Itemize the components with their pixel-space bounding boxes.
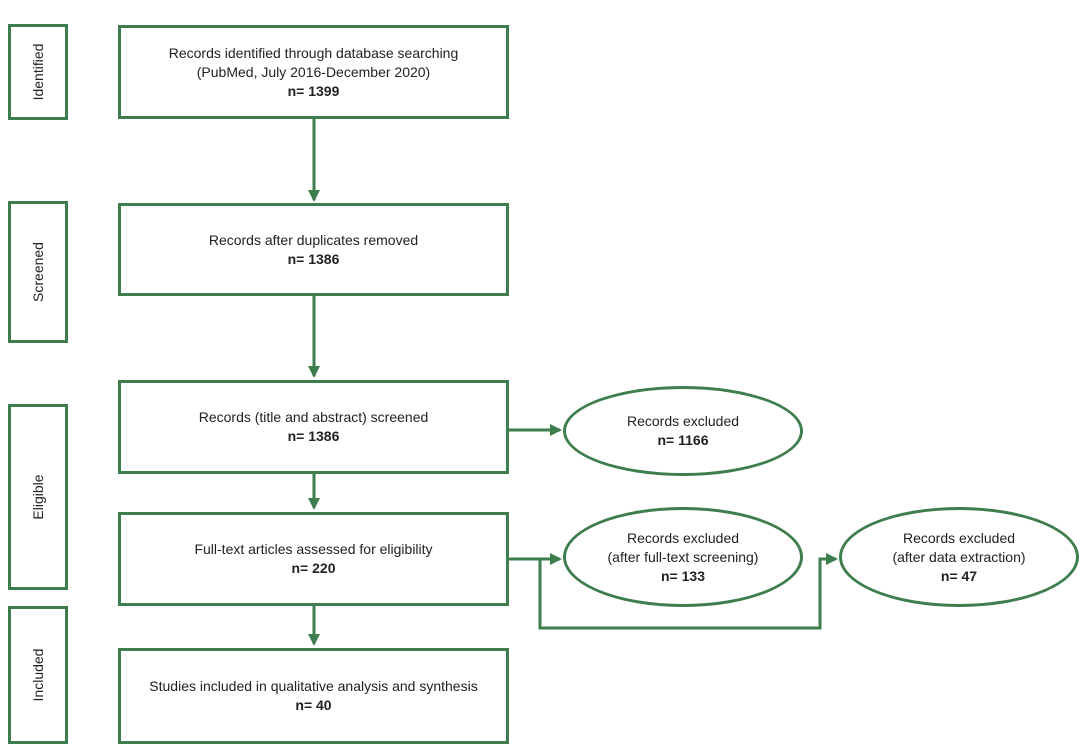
stage-eligible: Eligible — [8, 404, 68, 590]
arrow-fulltext-to-data-extraction-excluded — [538, 553, 838, 630]
ellipse-excluded-title-abstract-count: n= 1166 — [657, 432, 709, 448]
box-records-identified: Records identified through database sear… — [118, 25, 509, 119]
ellipse-excluded-title-abstract-line1: Records excluded — [626, 413, 740, 429]
box-records-identified-line2: (PubMed, July 2016-December 2020) — [196, 63, 431, 80]
ellipse-excluded-data-extraction-count: n= 47 — [940, 567, 978, 584]
ellipse-excluded-full-text-line2: (after full-text screening) — [607, 548, 759, 565]
box-records-screened-line1: Records (title and abstract) screened — [198, 409, 429, 425]
box-studies-included-line1: Studies included in qualitative analysis… — [149, 678, 478, 694]
box-duplicates-removed-line1: Records after duplicates removed — [208, 231, 419, 248]
stage-included: Included — [8, 606, 68, 744]
box-records-screened-count: n= 1386 — [287, 428, 340, 444]
stage-identified: Identified — [8, 24, 68, 120]
box-full-text-assessed-line1: Full-text articles assessed for eligibil… — [194, 541, 433, 557]
box-records-identified-count: n= 1399 — [287, 82, 340, 99]
box-full-text-assessed-count: n= 220 — [291, 560, 336, 576]
ellipse-excluded-title-abstract: Records excluded n= 1166 — [563, 386, 803, 476]
box-records-identified-line1: Records identified through database sear… — [168, 44, 459, 61]
ellipse-excluded-full-text-count: n= 133 — [661, 567, 705, 584]
ellipse-excluded-data-extraction-line1: Records excluded — [902, 529, 1016, 546]
ellipse-excluded-full-text: Records excluded (after full-text screen… — [563, 507, 803, 607]
stage-label-included: Included — [30, 648, 46, 702]
ellipse-excluded-full-text-line1: Records excluded — [626, 529, 740, 546]
stage-label-screened: Screened — [30, 242, 46, 302]
box-studies-included: Studies included in qualitative analysis… — [118, 648, 509, 744]
box-duplicates-removed-count: n= 1386 — [287, 250, 340, 267]
box-full-text-assessed: Full-text articles assessed for eligibil… — [118, 512, 509, 606]
box-duplicates-removed: Records after duplicates removed n= 1386 — [118, 203, 509, 296]
stage-label-identified: Identified — [30, 43, 46, 101]
box-records-screened: Records (title and abstract) screened n=… — [118, 380, 509, 474]
box-studies-included-count: n= 40 — [295, 697, 332, 713]
ellipse-excluded-data-extraction-line2: (after data extraction) — [892, 548, 1026, 565]
stage-label-eligible: Eligible — [30, 474, 46, 520]
stage-screened: Screened — [8, 201, 68, 343]
ellipse-excluded-data-extraction: Records excluded (after data extraction)… — [839, 507, 1079, 607]
